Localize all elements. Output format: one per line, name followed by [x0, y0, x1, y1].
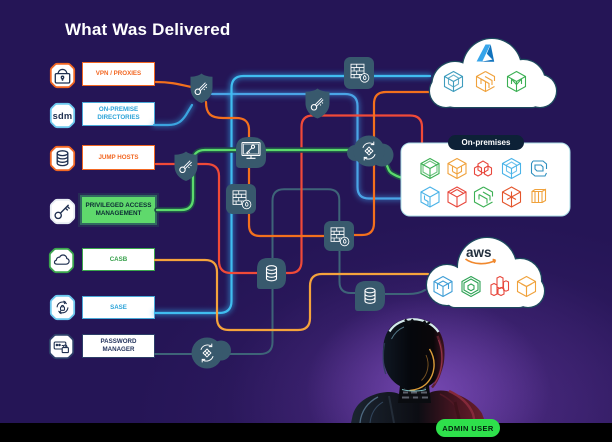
- svg-text:aws: aws: [466, 245, 492, 260]
- svg-text:sdm: sdm: [53, 111, 73, 121]
